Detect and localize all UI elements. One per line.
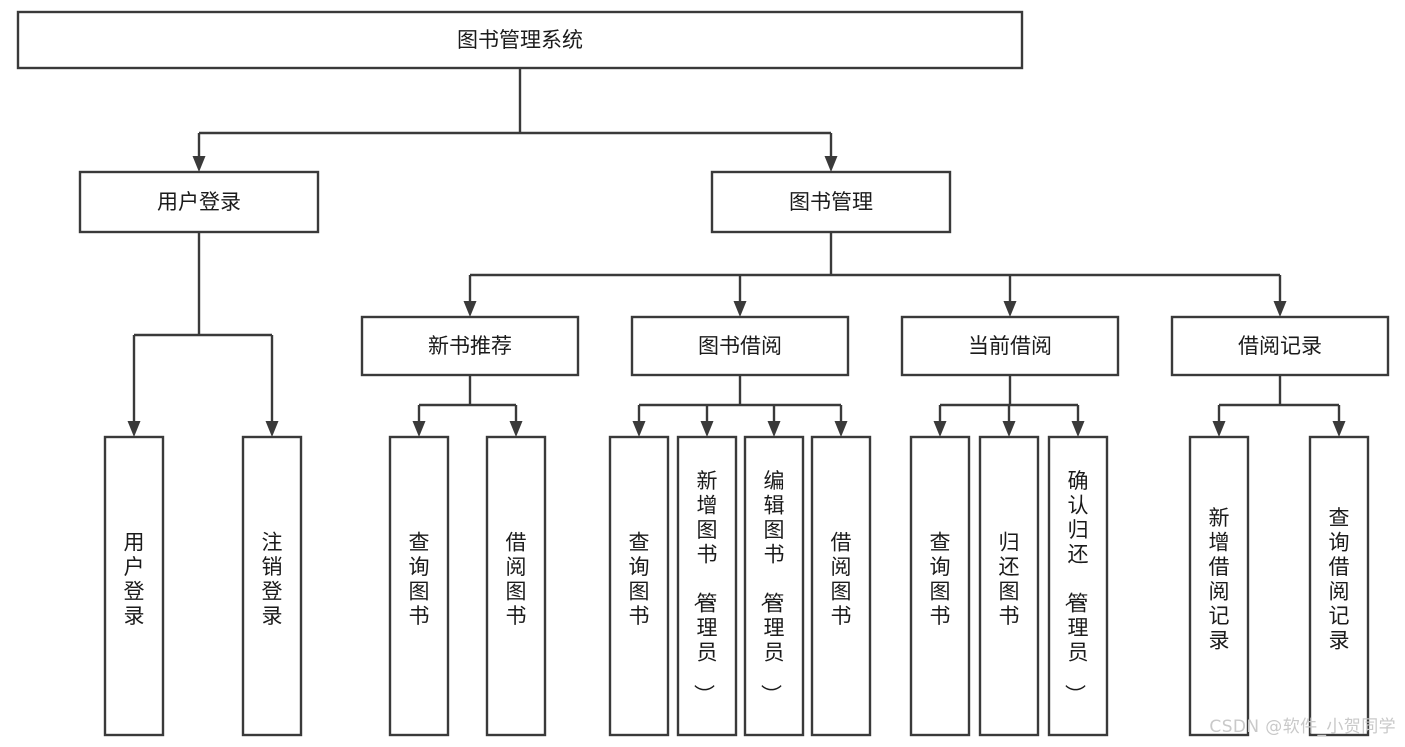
- node-user-login[interactable]: 用户登录: [78, 170, 320, 234]
- node-label-book-manage: 图书管理: [789, 190, 873, 214]
- node-label-leaf-confirm-return: 确认归还（管理员）: [1063, 469, 1089, 705]
- node-leaf-edit-book[interactable]: 编辑图书（管理员）: [743, 435, 805, 737]
- node-box-leaf-user-login[interactable]: [103, 435, 165, 737]
- node-book-borrow[interactable]: 图书借阅: [630, 315, 850, 377]
- arrow-head-icon: [192, 156, 206, 172]
- node-box-leaf-query-book-current[interactable]: [909, 435, 971, 737]
- arrow-head-icon: [1212, 421, 1226, 437]
- arrow-head-icon: [509, 421, 523, 437]
- node-leaf-return-book[interactable]: 归还图书: [978, 435, 1040, 737]
- node-box-leaf-add-book[interactable]: [676, 435, 738, 737]
- node-box-leaf-borrow-book[interactable]: [810, 435, 872, 737]
- arrow-head-icon: [834, 421, 848, 437]
- node-box-borrow-record[interactable]: [1170, 315, 1390, 377]
- node-box-leaf-confirm-return[interactable]: [1047, 435, 1109, 737]
- node-label-current-borrow: 当前借阅: [968, 334, 1052, 358]
- node-label-leaf-query-book-current: 查询图书: [930, 530, 951, 628]
- node-box-leaf-query-book-recommend[interactable]: [388, 435, 450, 737]
- node-leaf-logout[interactable]: 注销登录: [241, 435, 303, 737]
- node-leaf-borrow-book-recommend[interactable]: 借阅图书: [485, 435, 547, 737]
- arrow-head-icon: [127, 421, 141, 437]
- connector-root-to-level2: [197, 68, 833, 157]
- node-label-leaf-user-login: 用户登录: [124, 530, 145, 628]
- node-label-leaf-borrow-book-recommend: 借阅图书: [506, 530, 527, 628]
- node-box-leaf-query-borrow-record[interactable]: [1308, 435, 1370, 737]
- connector-book-borrow-to-leaves: [637, 375, 843, 422]
- connector-user-login-to-leaves: [132, 232, 274, 422]
- node-leaf-query-book-borrow[interactable]: 查询图书: [608, 435, 670, 737]
- arrow-head-icon: [1002, 421, 1016, 437]
- node-label-leaf-edit-book: 编辑图书（管理员）: [759, 469, 785, 705]
- arrow-head-icon: [933, 421, 947, 437]
- arrow-head-icon: [1071, 421, 1085, 437]
- arrow-head-icon: [412, 421, 426, 437]
- node-label-leaf-query-book-borrow: 查询图书: [629, 530, 650, 628]
- node-label-book-borrow: 图书借阅: [698, 334, 782, 358]
- node-box-leaf-return-book[interactable]: [978, 435, 1040, 737]
- node-label-leaf-add-book: 新增图书（管理员）: [692, 469, 718, 705]
- arrow-head-icon: [824, 156, 838, 172]
- node-layer: 图书管理系统用户登录图书管理新书推荐图书借阅当前借阅借阅记录用户登录注销登录查询…: [16, 10, 1390, 737]
- node-label-leaf-borrow-book: 借阅图书: [831, 530, 852, 628]
- arrow-head-icon: [1273, 301, 1287, 317]
- node-current-borrow[interactable]: 当前借阅: [900, 315, 1120, 377]
- connector-new-book-recommend-to-leaves: [417, 375, 518, 422]
- node-label-leaf-query-book-recommend: 查询图书: [409, 530, 430, 628]
- node-box-book-borrow[interactable]: [630, 315, 850, 377]
- node-box-user-login[interactable]: [78, 170, 320, 234]
- csdn-watermark: CSDN @软件_小贺同学: [1209, 717, 1396, 737]
- arrow-head-icon: [632, 421, 646, 437]
- node-box-current-borrow[interactable]: [900, 315, 1120, 377]
- connector-book-manage-to-level3: [468, 232, 1282, 302]
- node-leaf-add-book[interactable]: 新增图书（管理员）: [676, 435, 738, 737]
- arrow-head-icon: [463, 301, 477, 317]
- node-label-leaf-add-borrow-record: 新增借阅记录: [1209, 506, 1230, 653]
- node-new-book-recommend[interactable]: 新书推荐: [360, 315, 580, 377]
- node-box-leaf-borrow-book-recommend[interactable]: [485, 435, 547, 737]
- node-label-borrow-record: 借阅记录: [1238, 334, 1322, 358]
- node-label-leaf-query-borrow-record: 查询借阅记录: [1329, 506, 1350, 653]
- node-box-new-book-recommend[interactable]: [360, 315, 580, 377]
- node-leaf-confirm-return[interactable]: 确认归还（管理员）: [1047, 435, 1109, 737]
- node-box-leaf-logout[interactable]: [241, 435, 303, 737]
- node-root[interactable]: 图书管理系统: [16, 10, 1024, 70]
- arrow-head-icon: [1003, 301, 1017, 317]
- node-label-new-book-recommend: 新书推荐: [428, 334, 512, 358]
- node-leaf-query-book-current[interactable]: 查询图书: [909, 435, 971, 737]
- connector-layer: [127, 68, 1346, 437]
- node-label-root: 图书管理系统: [457, 28, 583, 52]
- node-borrow-record[interactable]: 借阅记录: [1170, 315, 1390, 377]
- node-box-leaf-add-borrow-record[interactable]: [1188, 435, 1250, 737]
- arrow-head-icon: [733, 301, 747, 317]
- node-leaf-query-book-recommend[interactable]: 查询图书: [388, 435, 450, 737]
- connector-current-borrow-to-leaves: [938, 375, 1080, 422]
- arrow-head-icon: [700, 421, 714, 437]
- arrow-head-icon: [1332, 421, 1346, 437]
- arrow-head-icon: [265, 421, 279, 437]
- node-label-user-login: 用户登录: [157, 190, 241, 214]
- arrow-head-icon: [767, 421, 781, 437]
- node-leaf-add-borrow-record[interactable]: 新增借阅记录: [1188, 435, 1250, 737]
- node-box-book-manage[interactable]: [710, 170, 952, 234]
- node-leaf-query-borrow-record[interactable]: 查询借阅记录: [1308, 435, 1370, 737]
- node-leaf-borrow-book[interactable]: 借阅图书: [810, 435, 872, 737]
- node-box-root[interactable]: [16, 10, 1024, 70]
- node-label-leaf-logout: 注销登录: [262, 530, 283, 628]
- node-box-leaf-query-book-borrow[interactable]: [608, 435, 670, 737]
- connector-borrow-record-to-leaves: [1217, 375, 1341, 422]
- node-book-manage[interactable]: 图书管理: [710, 170, 952, 234]
- node-box-leaf-edit-book[interactable]: [743, 435, 805, 737]
- node-label-leaf-return-book: 归还图书: [999, 530, 1020, 628]
- node-leaf-user-login[interactable]: 用户登录: [103, 435, 165, 737]
